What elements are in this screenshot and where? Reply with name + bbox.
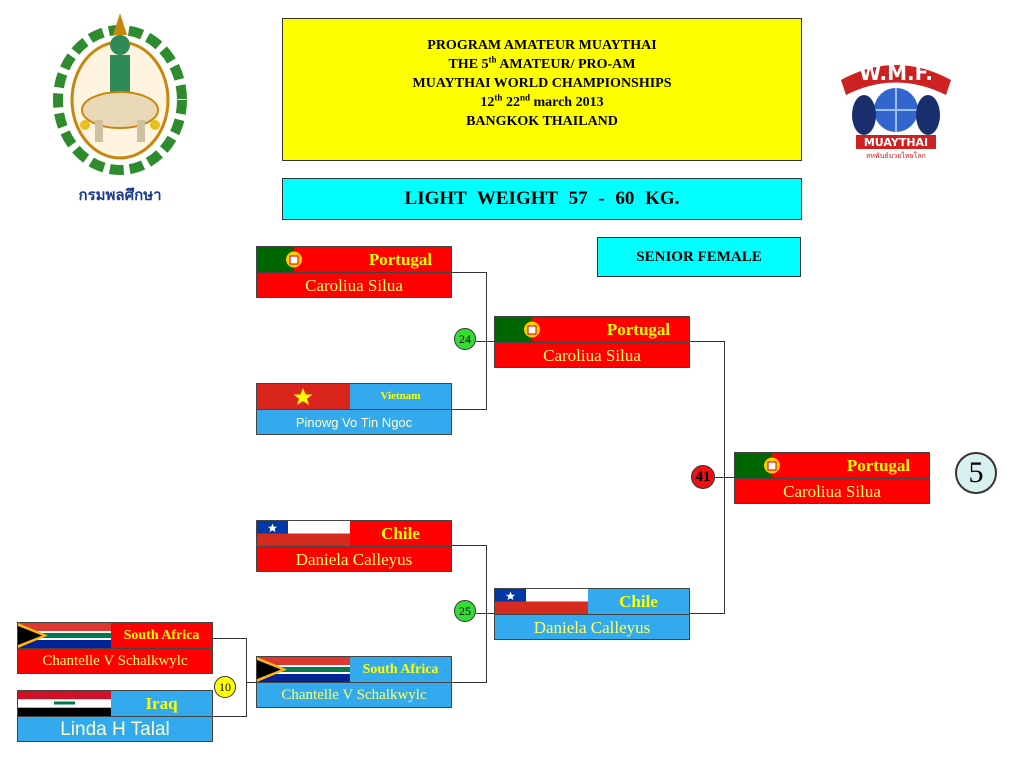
iraq-flag-icon xyxy=(18,691,111,716)
south-africa-flag-icon xyxy=(18,623,111,648)
bout-number-10: 10 xyxy=(214,676,236,698)
fighter-name: Caroliua Silua xyxy=(495,342,689,367)
svg-text:สหพันธ์มวยไทยโลก: สหพันธ์มวยไทยโลก xyxy=(866,151,926,160)
vietnam-flag-icon xyxy=(257,384,350,409)
portugal-flag-icon xyxy=(257,247,350,272)
country-label: Portugal xyxy=(588,317,689,342)
country-label: Portugal xyxy=(350,247,451,272)
country-label: Portugal xyxy=(828,453,929,478)
fighter-card-southafrica-r1[interactable]: South Africa Chantelle V Schalkwylc xyxy=(256,656,452,708)
program-header: PROGRAM AMATEUR MUAYTHAI THE 5th AMATEUR… xyxy=(282,18,802,161)
bout-number-41: 41 xyxy=(691,465,715,489)
bracket-line xyxy=(714,477,734,478)
weight-class-title: LIGHT WEIGHT 57 - 60 KG. xyxy=(282,178,802,220)
bout-number-25: 25 xyxy=(454,600,476,622)
bracket-line xyxy=(213,638,247,639)
fighter-card-portugal-final[interactable]: Portugal Caroliua Silua xyxy=(734,452,930,504)
south-africa-flag-icon xyxy=(257,657,350,682)
country-label: Chile xyxy=(350,521,451,546)
header-line-5: BANGKOK THAILAND xyxy=(466,114,618,129)
fighter-card-chile-r1[interactable]: Chile Daniela Calleyus xyxy=(256,520,452,572)
fighter-name: Caroliua Silua xyxy=(257,272,451,297)
bracket-line xyxy=(690,341,725,342)
svg-text:MUAYTHAI: MUAYTHAI xyxy=(864,136,928,149)
fighter-card-portugal-r1[interactable]: Portugal Caroliua Silua xyxy=(256,246,452,298)
wmf-logo: W.M.F. MUAYTHAI สหพันธ์มวยไทยโลก xyxy=(836,50,956,160)
header-line-1: PROGRAM AMATEUR MUAYTHAI xyxy=(427,38,657,53)
bracket-line xyxy=(246,638,247,717)
bracket-line xyxy=(452,409,487,410)
header-line-3: MUAYTHAI WORLD CHAMPIONSHIPS xyxy=(412,76,672,91)
dpe-logo-text: กรมพลศึกษา xyxy=(78,186,162,204)
bracket-line xyxy=(486,545,487,683)
portugal-flag-icon xyxy=(495,317,588,342)
header-line-2: THE 5th AMATEUR/ PRO-AM xyxy=(448,54,636,72)
header-line-4: 12th 22nd march 2013 xyxy=(480,92,604,110)
fighter-card-iraq-r0[interactable]: Iraq Linda H Talal xyxy=(17,690,213,742)
portugal-flag-icon xyxy=(735,453,828,478)
bracket-line xyxy=(476,341,494,342)
fighter-name: Linda H Talal xyxy=(18,716,212,741)
fighter-name: Chantelle V Schalkwylc xyxy=(257,682,451,707)
country-label: Chile xyxy=(588,589,689,614)
fighter-name: Caroliua Silua xyxy=(735,478,929,503)
country-label: Vietnam xyxy=(350,384,451,409)
bout-number-24: 24 xyxy=(454,328,476,350)
country-label: Iraq xyxy=(111,691,212,716)
svg-text:W.M.F.: W.M.F. xyxy=(859,61,933,85)
country-label: South Africa xyxy=(350,657,451,682)
bracket-line xyxy=(452,272,487,273)
final-bout-number: 5 xyxy=(955,452,997,494)
dpe-emblem-logo xyxy=(45,5,195,180)
fighter-name: Daniela Calleyus xyxy=(257,546,451,571)
bracket-line xyxy=(476,613,494,614)
fighter-card-southafrica-r0[interactable]: South Africa Chantelle V Schalkwylc xyxy=(17,622,213,674)
chile-flag-icon xyxy=(257,521,350,546)
category-label: SENIOR FEMALE xyxy=(597,237,801,277)
bracket-line xyxy=(452,682,487,683)
fighter-card-portugal-r2[interactable]: Portugal Caroliua Silua xyxy=(494,316,690,368)
bracket-line xyxy=(213,716,247,717)
bracket-line xyxy=(452,545,487,546)
fighter-name: Daniela Calleyus xyxy=(495,614,689,639)
fighter-card-chile-r2[interactable]: Chile Daniela Calleyus xyxy=(494,588,690,640)
country-label: South Africa xyxy=(111,623,212,648)
fighter-card-vietnam-r1[interactable]: Vietnam Pinowg Vo Tin Ngoc xyxy=(256,383,452,435)
bracket-line xyxy=(246,682,256,683)
chile-flag-icon xyxy=(495,589,588,614)
bracket-line xyxy=(690,613,725,614)
fighter-name: Chantelle V Schalkwylc xyxy=(18,648,212,673)
fighter-name: Pinowg Vo Tin Ngoc xyxy=(257,409,451,434)
